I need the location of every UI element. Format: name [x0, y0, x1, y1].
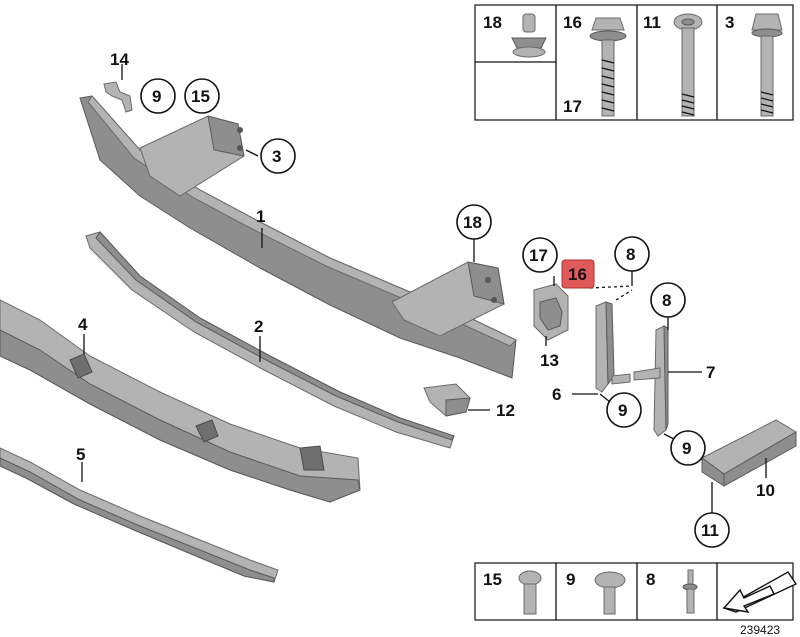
energy-absorber — [0, 299, 361, 503]
rivet-icon — [682, 569, 698, 614]
callouts: 14 9 15 3 1 18 17 16 8 8 2 4 13 7 6 9 12… — [76, 50, 775, 548]
pan-head-screw-icon — [594, 571, 626, 615]
callout-13: 13 — [540, 351, 559, 370]
legend-label-9: 9 — [566, 570, 575, 589]
legend-label-18: 18 — [483, 13, 502, 32]
callout-8-top: 8 — [626, 245, 635, 264]
legend-label-11: 11 — [643, 13, 661, 32]
bracket-7 — [633, 325, 669, 437]
callout-4: 4 — [78, 315, 88, 334]
leader-lines — [81, 64, 767, 514]
clip-nut-icon — [511, 13, 547, 58]
bracket-14 — [103, 81, 133, 113]
callout-3: 3 — [272, 147, 281, 166]
callout-5: 5 — [76, 445, 85, 464]
callout-9-top: 9 — [152, 87, 161, 106]
callout-17: 17 — [529, 246, 548, 265]
callout-7: 7 — [706, 363, 715, 382]
bumper-carrier — [79, 95, 517, 379]
torx-bolt-icon — [673, 13, 703, 117]
direction-arrow-icon — [722, 571, 798, 613]
callout-16-highlighted: 16 — [568, 265, 587, 284]
flange-bolt-icon — [589, 17, 627, 117]
callout-18: 18 — [463, 213, 482, 232]
bracket-12 — [423, 383, 471, 417]
lower-trim-strip — [0, 447, 279, 583]
callout-15: 15 — [191, 87, 210, 106]
bracket-13 — [533, 283, 569, 341]
fastener-legend-bottom: 15 9 8 — [474, 562, 798, 621]
legend-label-17: 17 — [563, 97, 582, 116]
fastener-legend-top: 18 16 17 11 3 — [474, 4, 794, 121]
callout-12: 12 — [496, 401, 515, 420]
callout-11: 11 — [701, 521, 719, 540]
callout-6: 6 — [552, 385, 561, 404]
legend-label-3: 3 — [725, 13, 734, 32]
drawing-number: 239423 — [740, 623, 780, 637]
callout-8-lower: 8 — [662, 291, 671, 310]
callout-1: 1 — [256, 207, 265, 226]
legend-label-8: 8 — [646, 570, 655, 589]
bracket-6 — [595, 301, 631, 393]
callout-9-mid: 9 — [618, 401, 627, 420]
callout-14: 14 — [110, 50, 129, 69]
callout-9-right: 9 — [682, 439, 691, 458]
torx-screw-icon — [518, 570, 542, 615]
legend-label-16: 16 — [563, 13, 582, 32]
callout-2: 2 — [254, 317, 263, 336]
callout-10: 10 — [756, 481, 775, 500]
hex-bolt-icon — [751, 13, 783, 117]
cover-10 — [701, 419, 797, 487]
reinforcement-strip — [85, 231, 455, 449]
legend-label-15: 15 — [483, 570, 502, 589]
